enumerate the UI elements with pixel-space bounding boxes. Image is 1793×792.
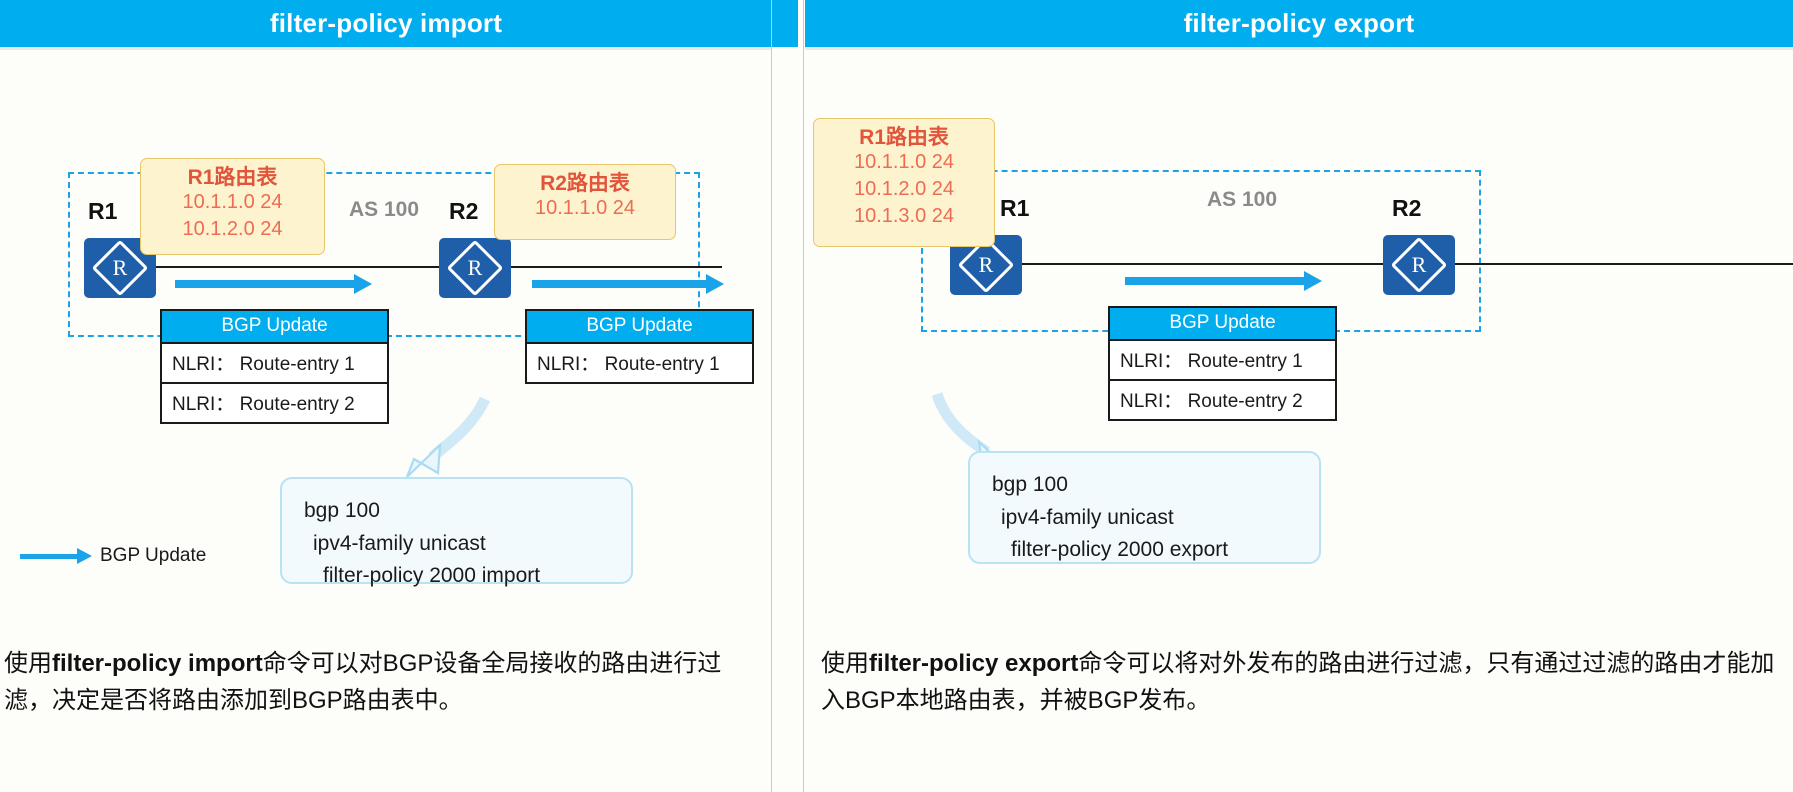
bgp-update-arrow-2-left: [532, 274, 724, 294]
packet-nlri-row: NLRI： Route-entry 2: [1110, 381, 1335, 419]
route-entry: 10.1.1.0 24: [182, 191, 283, 214]
legend-label: BGP Update: [100, 545, 207, 566]
bgp-update-packet-1-left: BGP Update NLRI： Route-entry 1 NLRI： Rou…: [160, 309, 389, 424]
packet-header: BGP Update: [527, 311, 752, 344]
config-line-1: bgp 100: [992, 473, 1068, 496]
bgp-update-arrow-right: [1125, 271, 1322, 291]
caption-right: 使用filter-policy export命令可以将对外发布的路由进行过滤，只…: [821, 645, 1781, 719]
as-label-right: AS 100: [1207, 188, 1278, 211]
bgp-update-packet-2-left: BGP Update NLRI： Route-entry 1: [525, 309, 754, 384]
caption-left: 使用filter-policy import命令可以对BGP设备全局接收的路由进…: [4, 645, 764, 719]
caption-bold: filter-policy export: [869, 650, 1079, 677]
config-box-right: bgp 100 ipv4-family unicast filter-polic…: [968, 451, 1321, 564]
router-glyph: R: [467, 255, 483, 280]
route-table-title: R1路由表: [187, 166, 278, 189]
link-line-left: [120, 266, 722, 268]
panel-import: filter-policy import AS 100 R1 R R2 R R1…: [0, 0, 772, 792]
packet-header: BGP Update: [1110, 308, 1335, 341]
panel-divider-b: [803, 0, 804, 792]
caption-pre: 使用: [4, 650, 52, 677]
legend-arrow-icon: [20, 547, 92, 564]
config-box-left: bgp 100 ipv4-family unicast filter-polic…: [280, 477, 633, 587]
legend-left: BGP Update: [20, 545, 206, 567]
panel-export: filter-policy export AS 100 R1 R R2 R R1…: [805, 0, 1793, 792]
packet-nlri-row: NLRI： Route-entry 2: [162, 384, 387, 422]
packet-nlri-row: NLRI： Route-entry 1: [527, 344, 752, 382]
router-label-r1-right: R1: [1000, 195, 1030, 221]
router-icon-r2-right[interactable]: R: [1383, 235, 1455, 295]
caption-bold: filter-policy import: [52, 650, 263, 677]
router-label-r2-right: R2: [1392, 195, 1422, 221]
panel-export-header: filter-policy export: [805, 0, 1793, 47]
router-glyph: R: [1411, 252, 1427, 277]
panel-export-title: filter-policy export: [1183, 8, 1415, 38]
panel-import-header: filter-policy import: [0, 0, 772, 47]
header-underline-right: [805, 47, 1793, 50]
route-table-r1-right: R1路由表 10.1.1.0 24 10.1.2.0 24 10.1.3.0 2…: [813, 118, 995, 247]
panel-import-title: filter-policy import: [269, 8, 503, 38]
packet-nlri-row: NLRI： Route-entry 1: [162, 344, 387, 384]
router-icon-r1-left[interactable]: R: [84, 238, 156, 298]
panel-divider-a: [771, 0, 772, 792]
router-label-r2-left: R2: [449, 198, 479, 224]
route-entry: 10.1.2.0 24: [853, 178, 955, 201]
router-glyph: R: [112, 255, 128, 280]
caption-post: 命令可以将对外发布的路由进行过滤，只有通过过滤的路由才能加入BGP本地路由表，并…: [821, 650, 1775, 715]
bgp-update-packet-right: BGP Update NLRI： Route-entry 1 NLRI： Rou…: [1108, 306, 1337, 421]
config-line-2: ipv4-family unicast: [1001, 505, 1174, 529]
pointer-curve-left: [405, 396, 490, 478]
route-table-r1-left: R1路由表 10.1.1.0 24 10.1.2.0 24: [140, 158, 325, 255]
router-glyph: R: [978, 252, 994, 277]
route-entry: 10.1.1.0 24: [534, 197, 636, 220]
caption-pre: 使用: [821, 650, 869, 677]
route-entry: 10.1.1.0 24: [853, 151, 955, 174]
route-entry: 10.1.3.0 24: [853, 205, 955, 228]
as-label-left: AS 100: [349, 198, 420, 221]
link-line-right: [965, 263, 1793, 265]
router-label-r1-left: R1: [88, 198, 118, 224]
route-table-title: R2路由表: [540, 172, 630, 195]
header-underline-left: [0, 47, 772, 50]
router-icon-r2-left[interactable]: R: [439, 238, 511, 298]
config-line-3: filter-policy 2000 import: [323, 564, 541, 588]
route-entry: 10.1.2.0 24: [182, 218, 283, 241]
caption-post: 命令可以对BGP设备全局接收的路由进行过滤，决定是否将路由添加到BGP路由表中。: [4, 650, 722, 715]
bgp-update-arrow-1-left: [175, 274, 372, 294]
config-line-2: ipv4-family unicast: [313, 531, 486, 555]
route-table-title: R1路由表: [859, 126, 949, 149]
config-line-1: bgp 100: [304, 499, 380, 522]
route-table-r2-left: R2路由表 10.1.1.0 24: [494, 164, 676, 240]
packet-nlri-row: NLRI： Route-entry 1: [1110, 341, 1335, 381]
header-stub-left: [772, 0, 798, 47]
config-line-3: filter-policy 2000 export: [1011, 538, 1229, 562]
packet-header: BGP Update: [162, 311, 387, 344]
